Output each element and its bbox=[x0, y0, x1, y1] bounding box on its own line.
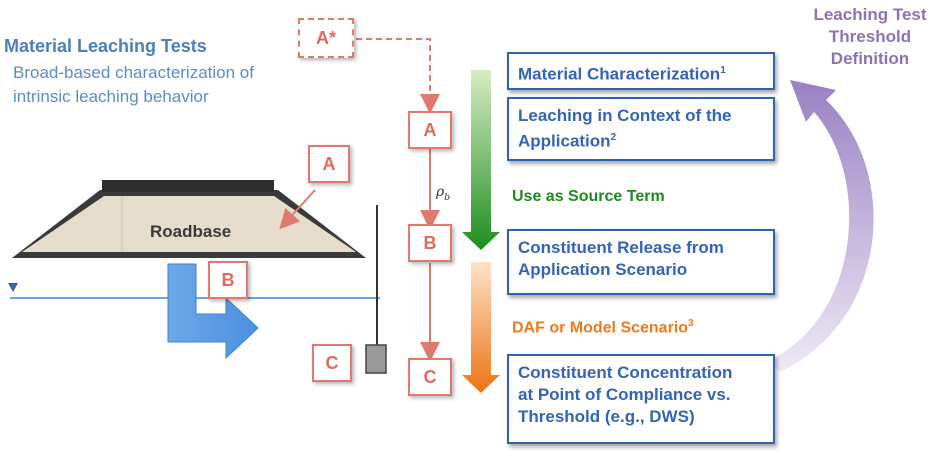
marker-b-roadbase: B bbox=[208, 261, 248, 299]
right-title: Leaching Test Threshold Definition bbox=[813, 5, 927, 68]
box-material-characterization: Material Characterization1 bbox=[507, 52, 775, 90]
box-leaching-in-context: Leaching in Context of the Application2 bbox=[507, 97, 775, 161]
marker-a-star: A* bbox=[298, 18, 354, 58]
monitoring-well-screen bbox=[365, 344, 387, 374]
a-pointer-arrow bbox=[279, 189, 316, 230]
left-subtitle-line1: Broad-based characterization of bbox=[13, 63, 254, 82]
marker-b-flow: B bbox=[408, 224, 452, 262]
marker-a-flow: A bbox=[408, 111, 452, 149]
left-subtitle-line2: intrinsic leaching behavior bbox=[13, 87, 209, 106]
use-as-source-term-label: Use as Source Term bbox=[512, 188, 665, 205]
roadbase-label: Roadbase bbox=[150, 222, 232, 241]
a-star-dashed-arrow bbox=[356, 38, 440, 114]
orange-down-arrow bbox=[462, 262, 500, 393]
green-down-arrow bbox=[462, 70, 500, 250]
daf-model-scenario-label: DAF or Model Scenario3 bbox=[512, 318, 694, 337]
box-constituent-release: Constituent Release from Application Sce… bbox=[507, 229, 775, 295]
purple-feedback-arrow bbox=[770, 80, 874, 372]
marker-c-well: C bbox=[312, 344, 352, 382]
flow-arrow-icon bbox=[167, 263, 259, 360]
marker-a-roadbase: A bbox=[308, 145, 350, 183]
water-level-icon bbox=[8, 283, 18, 292]
marker-c-flow: C bbox=[408, 358, 452, 396]
left-title: Material Leaching Tests bbox=[4, 36, 207, 56]
box-constituent-concentration: Constituent Concentration at Point of Co… bbox=[507, 354, 775, 444]
rho-b-label: ρb bbox=[436, 184, 450, 203]
roadbase-shape bbox=[12, 180, 366, 258]
